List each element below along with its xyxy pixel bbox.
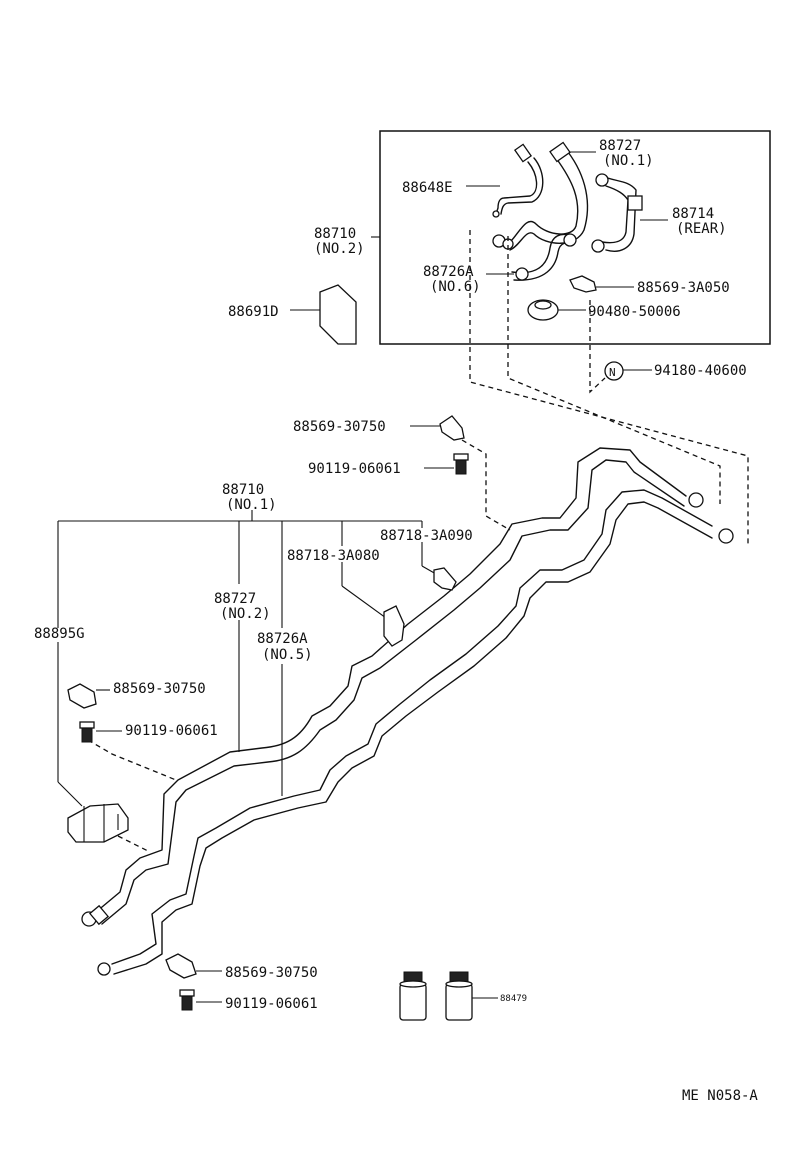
label-88727-no1: 88727 bbox=[599, 138, 641, 154]
diagram-code: ME N058-A bbox=[682, 1088, 758, 1104]
pipe-88726a-no6 bbox=[511, 233, 577, 281]
label-88726a-no5-sub: (NO.5) bbox=[262, 647, 313, 663]
label-88691d: 88691D bbox=[228, 304, 279, 320]
label-90119-06061-left: 90119-06061 bbox=[125, 723, 218, 739]
label-88718-3a090: 88718-3A090 bbox=[380, 528, 473, 544]
label-88727-no1-sub: (NO.1) bbox=[603, 153, 654, 169]
bolt-90119-06061-left bbox=[79, 721, 95, 743]
label-94180-40600: 94180-40600 bbox=[654, 363, 747, 379]
label-88710-no2: 88710 bbox=[314, 226, 356, 242]
label-88569-30750-left: 88569-30750 bbox=[113, 681, 206, 697]
label-88710-no1: 88710 bbox=[222, 482, 264, 498]
label-88726a-no5: 88726A bbox=[257, 631, 308, 647]
label-88479: 88479 bbox=[500, 994, 527, 1004]
hose-88714-rear bbox=[591, 173, 643, 253]
clamp-88569-30750-top bbox=[439, 415, 465, 441]
receiver-88479-left bbox=[399, 971, 427, 1021]
label-88710-no2-sub: (NO.2) bbox=[314, 241, 365, 257]
bolt-90119-06061-bottom bbox=[179, 989, 195, 1011]
label-88569-30750-bottom: 88569-30750 bbox=[225, 965, 318, 981]
dash-clamp-top bbox=[461, 439, 511, 531]
grommet-90480-50006 bbox=[527, 299, 559, 321]
leader-88710-no1 bbox=[57, 510, 437, 807]
dash-inset-to-main-2 bbox=[507, 236, 721, 504]
label-88718-3a080: 88718-3A080 bbox=[287, 548, 380, 564]
pipe-88726a-no5 bbox=[97, 489, 734, 976]
n-mark: N bbox=[609, 366, 616, 379]
bracket-88718-3a090 bbox=[433, 567, 457, 591]
label-88714-sub: (REAR) bbox=[676, 221, 727, 237]
clamp-88569-30750-bottom bbox=[165, 953, 197, 979]
label-88569-3a050: 88569-3A050 bbox=[637, 280, 730, 296]
pipe-88727-no2 bbox=[81, 447, 704, 927]
label-90480-50006: 90480-50006 bbox=[588, 304, 681, 320]
dash-inset-to-main-1 bbox=[469, 230, 749, 546]
bolt-90119-06061-top bbox=[453, 453, 469, 475]
hose-88727-no1 bbox=[492, 141, 589, 251]
bracket-88718-3a080 bbox=[383, 605, 405, 647]
clamp-88569-3a050 bbox=[569, 275, 597, 293]
label-88710-no1-sub: (NO.1) bbox=[226, 497, 277, 513]
receiver-88479-right bbox=[445, 971, 473, 1021]
nut-94180-40600 bbox=[604, 361, 624, 381]
label-88648e: 88648E bbox=[402, 180, 453, 196]
label-88727-no2-sub: (NO.2) bbox=[220, 606, 271, 622]
pad-88691d bbox=[319, 284, 357, 345]
label-90119-06061-top: 90119-06061 bbox=[308, 461, 401, 477]
bracket-88895g bbox=[67, 803, 129, 843]
dash-left-clamp bbox=[87, 739, 177, 781]
label-88726a-no6: 88726A bbox=[423, 264, 474, 280]
label-88726a-no6-sub: (NO.6) bbox=[430, 279, 481, 295]
dash-nut bbox=[589, 300, 606, 394]
label-88727-no2: 88727 bbox=[214, 591, 256, 607]
label-90119-06061-bottom: 90119-06061 bbox=[225, 996, 318, 1012]
label-88714: 88714 bbox=[672, 206, 714, 222]
dash-left-bracket bbox=[117, 835, 151, 853]
label-88569-30750-top: 88569-30750 bbox=[293, 419, 386, 435]
label-88895g: 88895G bbox=[34, 626, 85, 642]
clamp-88569-30750-left bbox=[67, 683, 97, 709]
pipe-88648e bbox=[492, 157, 544, 218]
